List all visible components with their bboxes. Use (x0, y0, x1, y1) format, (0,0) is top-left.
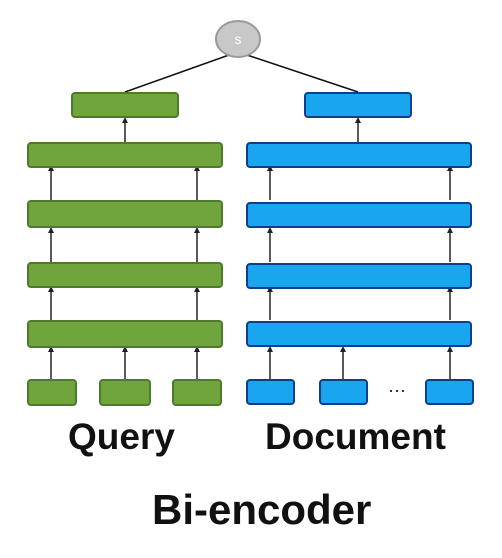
score-node: s (215, 20, 261, 58)
query-tower-label: Query (68, 416, 175, 457)
query-to-score-connector (124, 54, 230, 93)
score-node-circle (215, 20, 261, 58)
query-encoder-layer-2 (27, 262, 223, 288)
document-encoder-layer-4 (246, 142, 472, 168)
query-encoder-layer-3 (27, 200, 223, 228)
query-encoder-layer-4 (27, 142, 223, 168)
query-tower (27, 92, 223, 406)
document-input-token (319, 379, 368, 405)
query-input-token (172, 379, 222, 406)
document-pooled-vector (304, 92, 412, 118)
document-encoder-layer-1 (246, 321, 472, 347)
query-encoder-layer-1 (27, 320, 223, 348)
document-input-token (425, 379, 474, 405)
document-encoder-layer-3 (246, 202, 472, 228)
document-input-ellipsis: ··· (388, 380, 406, 400)
document-encoder-layer-2 (246, 263, 472, 289)
document-input-token (246, 379, 295, 405)
diagram-caption: Bi-encoder (152, 486, 372, 533)
score-node-label: s (235, 31, 242, 47)
document-to-score-connector (246, 54, 359, 93)
query-pooled-vector (71, 92, 179, 118)
query-input-token (27, 379, 77, 406)
document-tower: ··· (246, 92, 474, 405)
document-tower-label: Document (265, 416, 446, 457)
query-input-token (99, 379, 151, 406)
